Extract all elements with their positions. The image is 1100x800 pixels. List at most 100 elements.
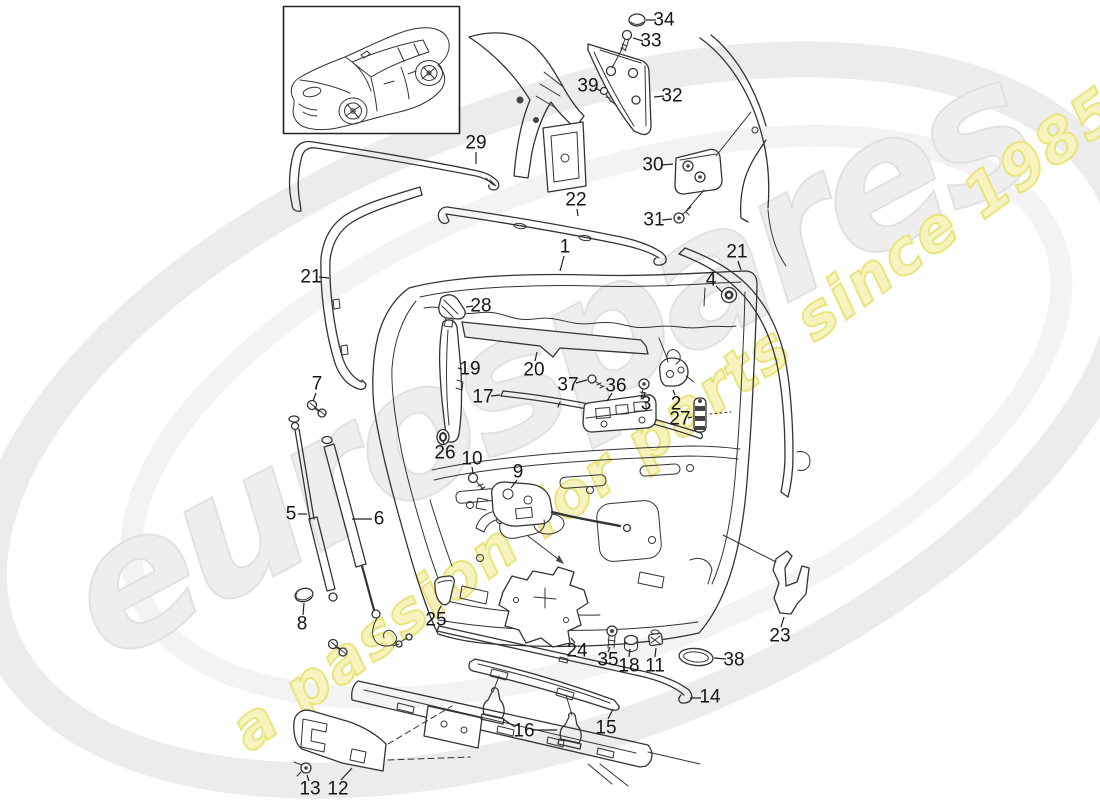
part-label-3: 3 — [641, 394, 652, 415]
part-29-seal — [288, 140, 500, 212]
part-label-39: 39 — [577, 76, 598, 97]
body-pillar-section — [468, 32, 587, 193]
part-label-18: 18 — [618, 656, 639, 677]
part-label-15: 15 — [595, 718, 616, 739]
leader-line-21 — [737, 260, 742, 271]
part-16-clips — [480, 675, 582, 750]
leader-line-28 — [465, 305, 474, 308]
part-label-32: 32 — [661, 86, 682, 107]
leader-line-39 — [594, 87, 602, 92]
part-10-screw — [467, 472, 486, 490]
leader-line-23 — [780, 616, 785, 628]
part-7-bolt-bottom — [327, 638, 348, 657]
part-34-cap — [628, 13, 646, 27]
part-label-35: 35 — [597, 650, 618, 671]
part-label-5: 5 — [286, 504, 297, 525]
leader-line-26 — [442, 440, 445, 446]
leader-line-10 — [471, 466, 474, 474]
leader-line-21 — [318, 276, 330, 279]
leader-line-7 — [312, 392, 317, 402]
leader-line-12 — [340, 767, 353, 781]
leader-line-33 — [632, 37, 644, 42]
part-35-bolt — [606, 625, 618, 649]
part-30-latch — [673, 111, 752, 224]
part-label-30: 30 — [642, 155, 663, 176]
part-label-7: 7 — [312, 374, 323, 395]
leader-line-27 — [687, 416, 693, 419]
leader-line-3 — [643, 391, 646, 397]
part-39-screw — [599, 86, 609, 96]
part-32-trim — [587, 43, 652, 136]
part-label-11: 11 — [645, 656, 665, 677]
part-label-21: 21 — [300, 267, 321, 288]
leader-line-4 — [715, 285, 723, 293]
part-27-sleeve — [693, 397, 732, 433]
part-label-12: 12 — [327, 779, 348, 800]
part-label-27: 27 — [669, 409, 690, 430]
leader-line-11 — [654, 647, 657, 658]
part-label-4: 4 — [706, 270, 717, 291]
part-label-29: 29 — [465, 133, 486, 154]
part-19-blade — [438, 319, 464, 443]
part-20-trim — [461, 321, 649, 358]
quarter-rail — [699, 34, 787, 267]
part-label-6: 6 — [374, 509, 385, 530]
part-8-cap — [294, 587, 314, 603]
part-label-37: 37 — [557, 375, 578, 396]
part-label-19: 19 — [459, 359, 480, 380]
leader-line-24 — [570, 637, 576, 644]
part-25-cap — [434, 575, 455, 606]
part-label-10: 10 — [461, 449, 482, 470]
part-38-pad — [678, 647, 714, 667]
part-37-screw — [587, 374, 605, 389]
part-label-33: 33 — [640, 31, 661, 52]
part-5-strut — [288, 415, 338, 602]
part-label-38: 38 — [723, 650, 744, 671]
leader-line-17 — [490, 394, 501, 397]
part-1-tailgate-frame — [372, 270, 758, 648]
part-26-grommet — [436, 428, 450, 446]
part-12-bracket — [293, 705, 471, 772]
part-label-36: 36 — [605, 376, 626, 397]
part-36-plate — [582, 394, 657, 433]
leader-line-19 — [457, 367, 463, 370]
part-label-23: 23 — [769, 626, 790, 647]
leader-line-38 — [713, 657, 727, 660]
part-23-bracket — [722, 534, 810, 615]
part-11-clip — [647, 629, 664, 647]
bottom-sill-panel — [351, 680, 701, 787]
leader-line-20 — [534, 351, 538, 362]
part-33-screw — [621, 29, 633, 41]
part-21-left-seal — [320, 186, 423, 391]
part-7-bolt-top — [306, 399, 327, 418]
part-13-screw — [293, 761, 312, 777]
part-label-25: 25 — [425, 610, 446, 631]
leader-line-32 — [653, 95, 665, 98]
leader-line-36 — [606, 392, 613, 402]
part-label-17: 17 — [472, 387, 493, 408]
part-24-gasket — [498, 566, 589, 648]
part-2-striker — [658, 337, 695, 387]
part-18-nut — [623, 634, 639, 652]
part-label-28: 28 — [470, 296, 491, 317]
part-14-bar — [436, 625, 693, 704]
part-label-8: 8 — [297, 614, 308, 635]
part-label-24: 24 — [566, 641, 588, 662]
leader-line-13 — [306, 774, 310, 782]
part-21-right-seal — [678, 247, 811, 498]
part-label-2: 2 — [671, 394, 682, 415]
leader-line-8 — [302, 602, 305, 616]
leader-line-31 — [661, 218, 673, 221]
part-22-bar — [437, 206, 667, 266]
part-label-31: 31 — [643, 210, 664, 231]
part-label-1: 1 — [560, 237, 571, 258]
part-label-14: 14 — [699, 687, 721, 708]
part-label-21: 21 — [726, 242, 747, 263]
part-9-lock — [475, 481, 632, 564]
part-label-22: 22 — [565, 190, 586, 211]
leader-line-25 — [437, 605, 442, 613]
part-3-screw — [638, 378, 650, 400]
